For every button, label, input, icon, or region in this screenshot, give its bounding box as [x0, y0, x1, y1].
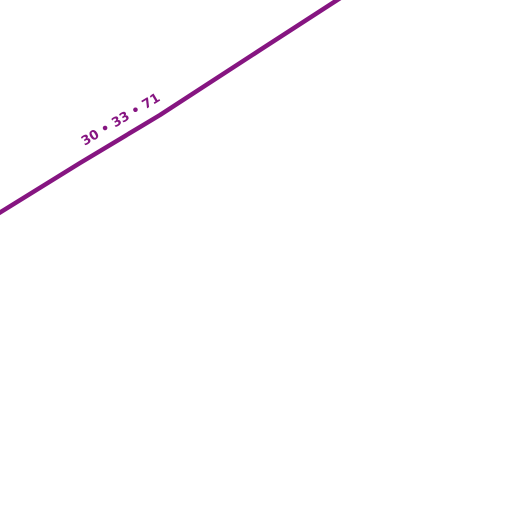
route-line[interactable] — [0, 0, 345, 216]
